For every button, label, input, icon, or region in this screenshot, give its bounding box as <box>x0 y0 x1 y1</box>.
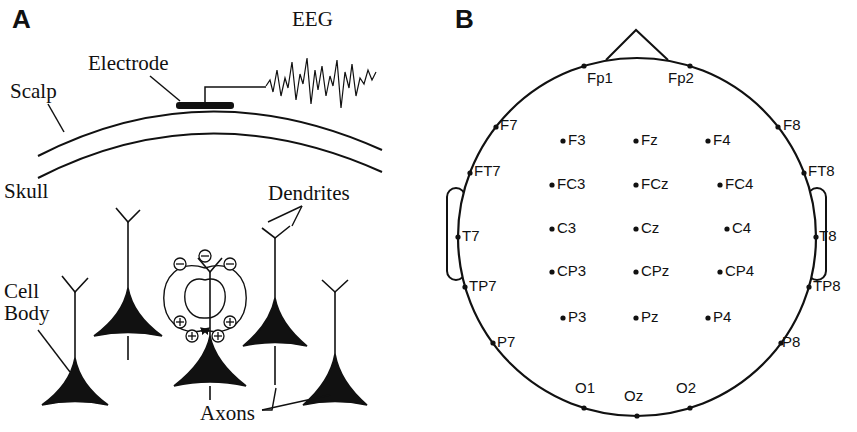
electrode-label: C3 <box>557 220 576 236</box>
electrode-dot <box>462 284 467 289</box>
signal-label: EEG <box>292 8 333 30</box>
electrode-dot <box>633 315 638 320</box>
electrode-dot <box>705 138 710 143</box>
leader-line <box>150 76 180 101</box>
electrode-plate <box>176 102 234 109</box>
electrode-dot <box>633 182 638 187</box>
electrode-dot <box>490 340 495 345</box>
part-label: Dendrites <box>268 182 350 204</box>
electrode-dot <box>581 405 586 410</box>
electrode-label: CP4 <box>725 263 754 279</box>
electrode-dot <box>717 269 722 274</box>
nose <box>606 30 668 60</box>
electrode-dot <box>633 226 638 231</box>
eeg-waveform <box>266 58 376 108</box>
electrode-dot <box>806 284 811 289</box>
electrode-label: CPz <box>641 263 669 279</box>
electrode-dot <box>455 234 460 239</box>
electrode-dot <box>549 182 554 187</box>
electrode-label: Pz <box>641 309 659 325</box>
electrode-dot <box>493 124 498 129</box>
leader-lines <box>38 206 330 410</box>
part-label: Electrode <box>88 52 168 74</box>
leader-line <box>48 104 64 132</box>
electrode-label: Cz <box>641 220 659 236</box>
electrode-dot <box>549 226 554 231</box>
electrode-label: FC3 <box>557 176 585 192</box>
electrode-label: O2 <box>676 380 696 396</box>
electrode-dot <box>687 63 692 68</box>
electrode-dot <box>687 405 692 410</box>
panel-letter: A <box>12 6 31 33</box>
electrode-dot <box>634 413 639 418</box>
electrode-label: P8 <box>782 334 800 350</box>
electrode-dot <box>775 124 780 129</box>
electrode-dots <box>455 63 818 418</box>
electrode-label: Fp2 <box>668 70 694 86</box>
electrode-label: FC4 <box>725 176 753 192</box>
electrode-label: P3 <box>568 309 586 325</box>
electrode-label: F4 <box>713 132 731 148</box>
electrode-dot <box>801 170 806 175</box>
part-label: Skull <box>4 180 48 202</box>
electrode-dot <box>705 315 710 320</box>
electrode-label: Oz <box>624 388 643 404</box>
charge-symbols <box>174 250 236 342</box>
part-label: Scalp <box>10 80 57 102</box>
electrode-dot <box>467 170 472 175</box>
electrode-label: CP3 <box>557 263 586 279</box>
panel-letter: B <box>455 6 474 33</box>
electrode-label: C4 <box>732 220 751 236</box>
electrode-label: F8 <box>783 117 801 133</box>
electrode-label: T8 <box>819 228 837 244</box>
head-outline <box>458 58 816 416</box>
part-label: Cell Body <box>4 280 56 324</box>
electrode-label: O1 <box>575 380 595 396</box>
electrode-label: FCz <box>641 176 669 192</box>
electrode-label: TP7 <box>469 278 497 294</box>
electrode-dot <box>813 234 818 239</box>
dipole-field <box>164 266 247 332</box>
electrode-label: Fp1 <box>587 70 613 86</box>
electrode-dot <box>717 182 722 187</box>
electrode-label: P7 <box>497 334 515 350</box>
electrode-label: FT8 <box>808 163 835 179</box>
part-label: Axons <box>200 402 255 424</box>
electrode-dot <box>560 315 565 320</box>
skull-arc <box>38 133 382 178</box>
electrode-dot <box>633 269 638 274</box>
electrode-dot <box>560 138 565 143</box>
electrode-wire <box>205 87 266 102</box>
electrode-dot <box>724 226 729 231</box>
neurons <box>42 208 367 405</box>
electrode-label: T7 <box>462 228 480 244</box>
electrode-dot <box>549 269 554 274</box>
electrode-dot <box>633 138 638 143</box>
electrode-label: F7 <box>500 117 518 133</box>
electrode-label: TP8 <box>813 278 841 294</box>
electrode-label: F3 <box>568 132 586 148</box>
electrode-label: Fz <box>641 132 658 148</box>
electrode-label: P4 <box>713 309 731 325</box>
electrode-dot <box>581 63 586 68</box>
electrode-label: FT7 <box>474 163 501 179</box>
